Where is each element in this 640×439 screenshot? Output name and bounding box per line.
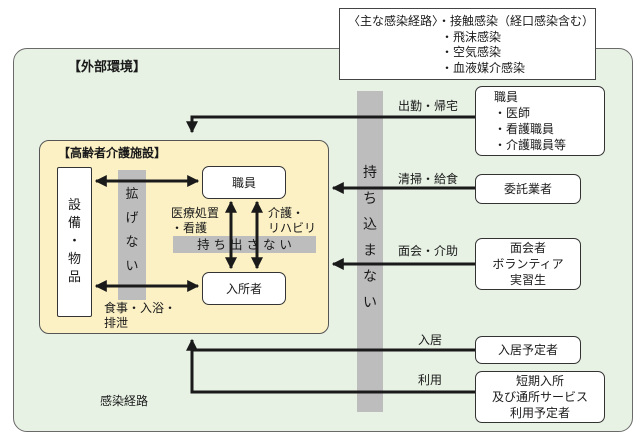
route-box-new-resident-line: 入居予定者: [497, 343, 558, 357]
route-box-visitor-line: 実習生: [509, 273, 546, 287]
route-box-staff-line: ・介護職員等: [494, 138, 567, 152]
infection-routes-title: 〈主な感染経路〉: [348, 14, 439, 28]
route-box-visitor-line: ボランティア: [492, 257, 564, 271]
route-label-cleaning: 清掃・給食: [398, 172, 459, 186]
equipment-box: 設 備 ・ 物 品: [57, 167, 92, 317]
spread-char: げ: [125, 211, 139, 226]
spread-char: 拡: [125, 187, 139, 202]
route-box-short-stay: 短期入所 及び通所サービス 利用予定者: [475, 371, 605, 423]
route-box-new-resident: 入居予定者: [475, 336, 581, 364]
take-out-bar: [173, 236, 316, 253]
route-box-short-stay-line: 及び通所サービス: [491, 390, 588, 404]
resident-box: 入所者: [202, 272, 286, 305]
nursing-rehab-line: リハビリ: [268, 221, 317, 235]
take-out-label: 持 ち 出 さ な い: [197, 237, 292, 252]
equipment-char: 品: [67, 270, 81, 285]
daily-care-line: 食事・入浴・: [104, 301, 177, 315]
spread-bar: [118, 170, 146, 300]
bring-in-bar: [357, 91, 383, 412]
medical-care-line: ・看護: [171, 221, 208, 235]
route-label-visit: 面会・介助: [398, 244, 459, 258]
daily-care-line: 排泄: [104, 316, 129, 330]
spread-char: い: [125, 259, 139, 274]
bring-in-char: い: [363, 295, 377, 311]
spread-label: 拡 げ な い: [118, 183, 146, 279]
infection-routes-box: 〈主な感染経路〉・接触感染（経口感染含む） ・飛沫感染 ・空気感染 ・血液媒介感…: [339, 8, 596, 80]
arrow-admission: [186, 338, 475, 352]
equipment-label: 設 備 ・ 物 品: [68, 197, 81, 287]
route-box-staff: 職員 ・医師 ・看護職員 ・介護職員等: [475, 86, 605, 156]
route-box-staff-line: ・医師: [494, 106, 531, 120]
spread-char: な: [125, 235, 139, 250]
medical-care-label: 医療処置 ・看護: [171, 206, 219, 236]
equipment-char: 備: [67, 216, 81, 231]
bring-in-char: 持: [363, 165, 377, 181]
bring-in-label: 持 ち 込 ま な い: [357, 160, 383, 316]
route-label-use: 利用: [418, 373, 443, 387]
staff-box: 職員: [202, 166, 286, 199]
route-box-short-stay-line: 利用予定者: [509, 406, 570, 420]
route-item-airborne: ・空気感染: [441, 45, 502, 59]
route-box-visitor: 面会者 ボランティア 実習生: [475, 238, 581, 290]
resident-box-label: 入所者: [225, 281, 262, 296]
care-facility-label: 【高齢者介護施設】: [58, 146, 167, 160]
route-box-visitor-line: 面会者: [509, 241, 546, 255]
daily-care-label: 食事・入浴・ 排泄: [104, 301, 176, 331]
arrow-commute: [186, 115, 475, 134]
route-item-contact: ・接触感染（経口感染含む）: [438, 14, 595, 28]
route-label-commute: 出勤・帰宅: [398, 99, 459, 113]
route-box-contractor: 委託業者: [475, 174, 581, 204]
bring-in-char: な: [363, 269, 377, 285]
route-item-droplet: ・飛沫感染: [441, 29, 502, 44]
arrow-use: [190, 342, 475, 394]
outer-environment-label: 【外部環境】: [68, 60, 147, 75]
route-label-admission: 入居: [418, 333, 443, 347]
bring-in-char: 込: [363, 217, 377, 233]
equipment-char: ・: [67, 234, 81, 249]
route-box-staff-line: 職員: [494, 90, 519, 104]
bring-in-char: ち: [363, 191, 377, 207]
equipment-char: 物: [67, 252, 81, 267]
nursing-rehab-label: 介護・ リハビリ: [268, 206, 316, 236]
equipment-char: 設: [67, 198, 81, 213]
bring-in-char: ま: [363, 243, 377, 259]
route-item-blood: ・血液媒介感染: [441, 60, 526, 75]
medical-care-line: 医療処置: [171, 206, 220, 220]
staff-box-label: 職員: [231, 175, 256, 190]
nursing-rehab-line: 介護・: [268, 206, 305, 220]
route-box-staff-line: ・看護職員: [494, 122, 555, 136]
route-box-contractor-line: 委託業者: [503, 182, 552, 196]
route-box-short-stay-line: 短期入所: [515, 374, 564, 388]
infection-route-label: 感染経路: [100, 394, 149, 408]
infection-routes-title-line: 〈主な感染経路〉・接触感染（経口感染含む）: [348, 14, 595, 30]
